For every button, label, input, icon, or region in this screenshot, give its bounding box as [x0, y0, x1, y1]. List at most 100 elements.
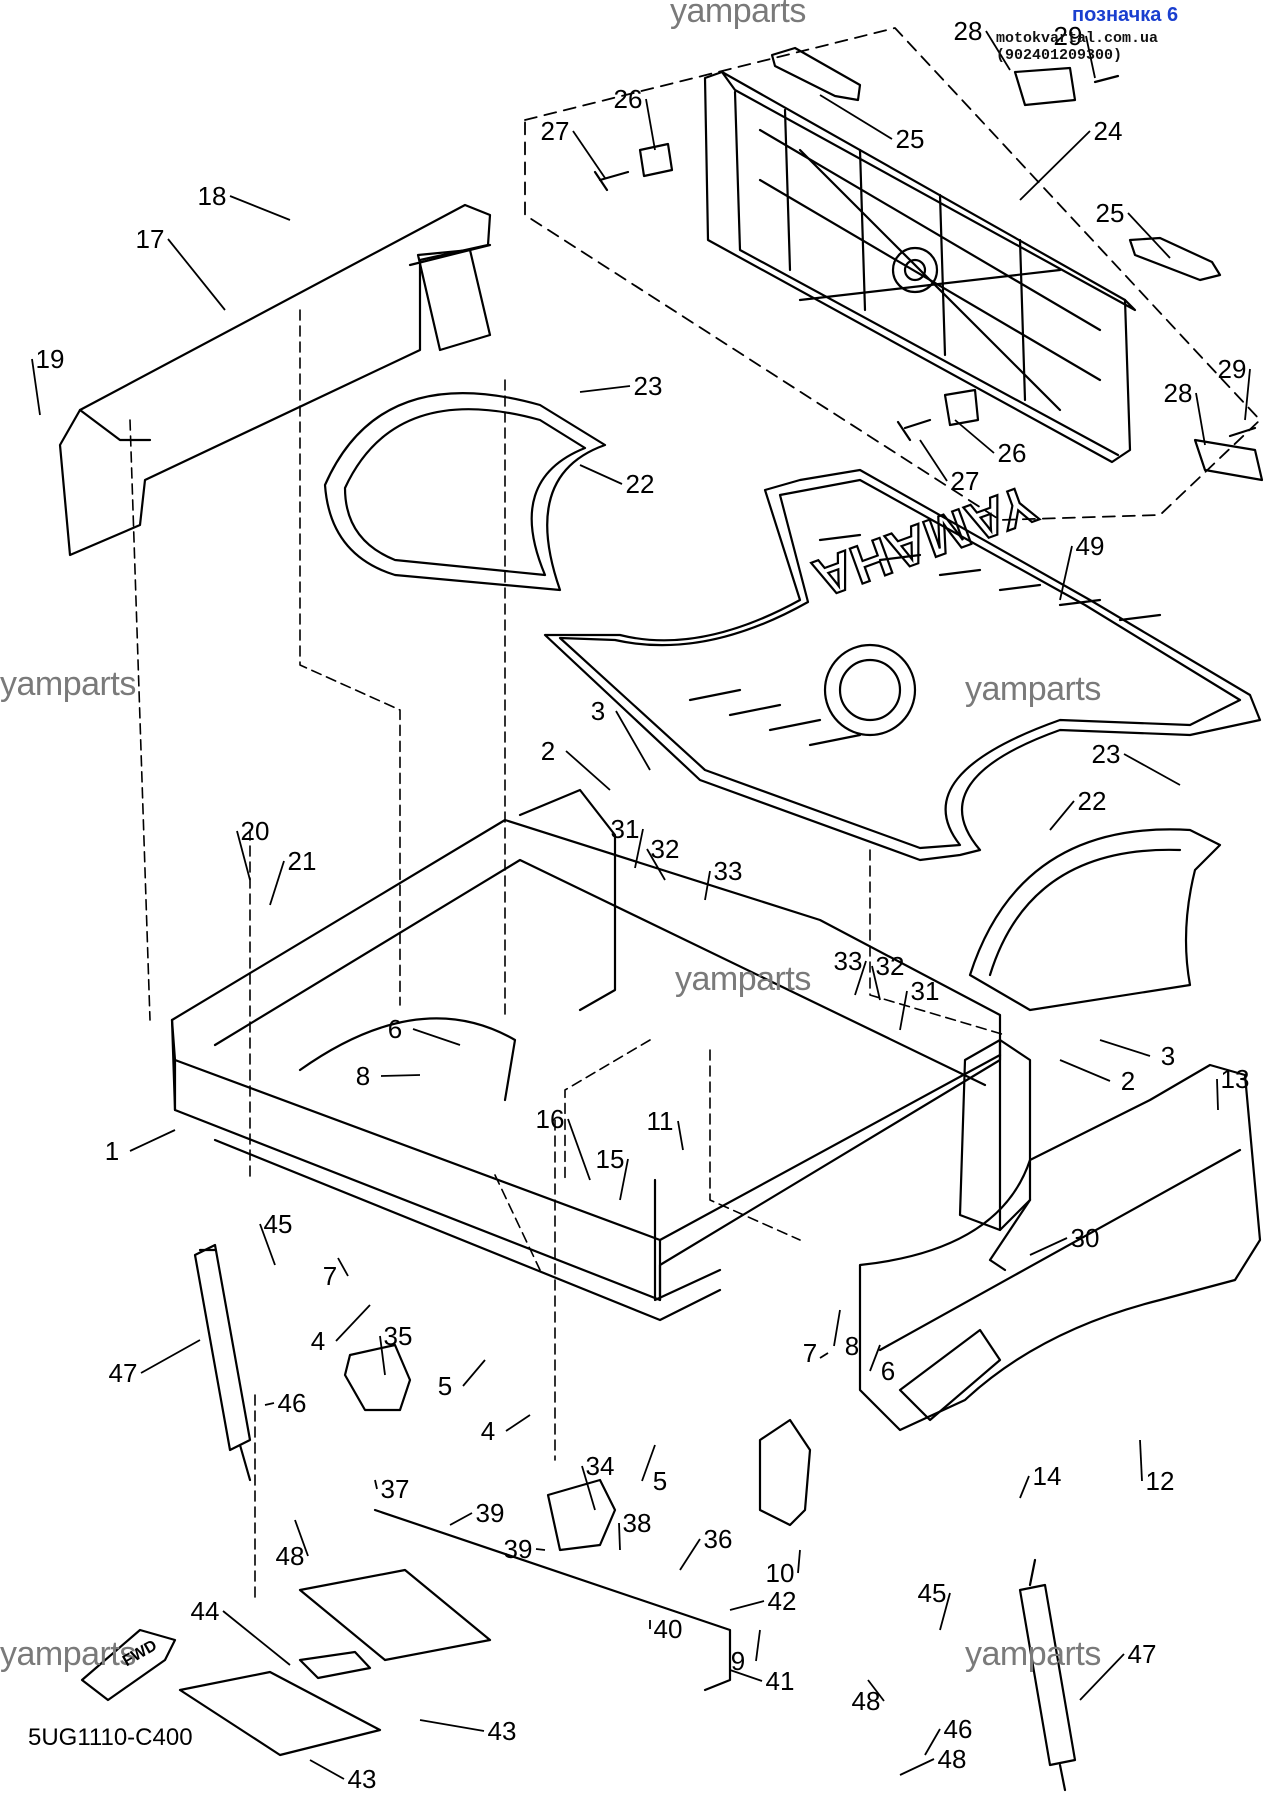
- callout-12: 12: [1146, 1466, 1175, 1496]
- leader-line: [919, 439, 948, 482]
- callout-1: 1: [105, 1136, 119, 1166]
- hinge-right: [1193, 438, 1264, 482]
- leader-line: [167, 238, 226, 311]
- leader-line: [572, 130, 606, 179]
- leader-line: [1099, 1039, 1151, 1057]
- tailgate-assembly-outline: [524, 27, 1261, 521]
- leader-line: [337, 1257, 349, 1277]
- callout-28: 28: [954, 16, 983, 46]
- leader-line: [871, 965, 881, 1001]
- leader-line: [1049, 800, 1075, 831]
- callout-31: 31: [611, 814, 640, 844]
- callout-7: 7: [323, 1261, 337, 1291]
- leader-line: [140, 1339, 201, 1374]
- leader-line: [797, 1549, 801, 1574]
- callout-25: 25: [896, 124, 925, 154]
- release-rod: [373, 1508, 732, 1692]
- callout-5: 5: [653, 1466, 667, 1496]
- side-rail-left: [58, 203, 492, 557]
- leader-line: [1127, 212, 1171, 259]
- callout-39: 39: [504, 1534, 533, 1564]
- callout-25: 25: [1096, 198, 1125, 228]
- leader-line: [462, 1359, 486, 1387]
- leader-line: [581, 1465, 596, 1511]
- callout-17: 17: [136, 224, 165, 254]
- leader-line: [535, 1548, 546, 1551]
- callout-47: 47: [109, 1358, 138, 1388]
- leader-line: [379, 1335, 386, 1376]
- mud-flap: [758, 1418, 812, 1527]
- latch-left: [770, 46, 862, 102]
- leader-line: [1123, 753, 1181, 786]
- leader-line: [641, 1444, 656, 1482]
- leader-line: [565, 750, 611, 791]
- leader-line: [869, 1344, 881, 1372]
- callout-33: 33: [714, 856, 743, 886]
- callout-19: 19: [36, 344, 65, 374]
- leader-line: [579, 464, 623, 485]
- header-title: позначка 6: [1072, 4, 1179, 26]
- leader-line: [618, 1522, 621, 1551]
- callout-39: 39: [476, 1498, 505, 1528]
- callout-43: 43: [488, 1716, 517, 1746]
- header-site: motokvartal.com.ua (902401209300): [996, 30, 1159, 64]
- leader-line: [229, 195, 291, 221]
- gas-spring-left: [193, 1243, 252, 1452]
- side-rail-right: [858, 1063, 1262, 1432]
- callout-31: 31: [911, 976, 940, 1006]
- callout-35: 35: [384, 1321, 413, 1351]
- callout-45: 45: [264, 1209, 293, 1239]
- leader-line: [412, 1028, 461, 1046]
- leader-line: [1195, 392, 1206, 446]
- callout-47: 47: [1128, 1639, 1157, 1669]
- leader-line: [335, 1304, 371, 1342]
- leader-line: [1216, 1078, 1219, 1111]
- fwd-arrow: [80, 1628, 177, 1702]
- leader-line: [899, 1758, 935, 1776]
- callout-46: 46: [278, 1388, 307, 1418]
- callout-49: 49: [1076, 531, 1105, 561]
- gas-spring-right: [1018, 1583, 1077, 1767]
- callout-29: 29: [1218, 354, 1247, 384]
- leader-line: [634, 828, 644, 869]
- callout-16: 16: [536, 1104, 565, 1134]
- callout-46: 46: [944, 1714, 973, 1744]
- callout-32: 32: [876, 951, 905, 981]
- leader-line: [1029, 1237, 1068, 1256]
- callout-27: 27: [951, 466, 980, 496]
- leader-line: [567, 1118, 591, 1181]
- leader-line: [924, 1728, 941, 1756]
- callout-7: 7: [803, 1338, 817, 1368]
- callout-3: 3: [1161, 1041, 1175, 1071]
- leader-line: [579, 385, 631, 393]
- cargo-bed: [170, 788, 1002, 1322]
- leader-line: [819, 94, 893, 140]
- fender-liner-upper: [323, 392, 607, 592]
- leader-line: [1059, 1059, 1111, 1082]
- leader-line: [1244, 368, 1251, 421]
- callout-40: 40: [654, 1614, 683, 1644]
- watermark: yamparts: [0, 1635, 136, 1673]
- callout-28: 28: [1164, 378, 1193, 408]
- callout-6: 6: [388, 1014, 402, 1044]
- leader-line: [646, 848, 666, 881]
- callout-48: 48: [938, 1744, 967, 1774]
- callout-10: 10: [766, 1558, 795, 1588]
- bracket-35: [343, 1343, 412, 1412]
- callout-20: 20: [241, 816, 270, 846]
- callout-labels: 1223344556677889101112131415161718192021…: [36, 16, 1250, 1794]
- callout-38: 38: [623, 1508, 652, 1538]
- callout-13: 13: [1221, 1064, 1250, 1094]
- callout-4: 4: [311, 1326, 325, 1356]
- label-44: [298, 1650, 372, 1680]
- leader-line: [309, 1759, 345, 1780]
- callout-8: 8: [356, 1061, 370, 1091]
- callout-11: 11: [647, 1106, 674, 1136]
- leader-line: [867, 1679, 885, 1702]
- leader-line: [269, 860, 285, 906]
- tailgate-panel: [703, 70, 1137, 464]
- callout-21: 21: [288, 846, 317, 876]
- leader-line: [985, 30, 1011, 71]
- leader-line: [899, 990, 908, 1031]
